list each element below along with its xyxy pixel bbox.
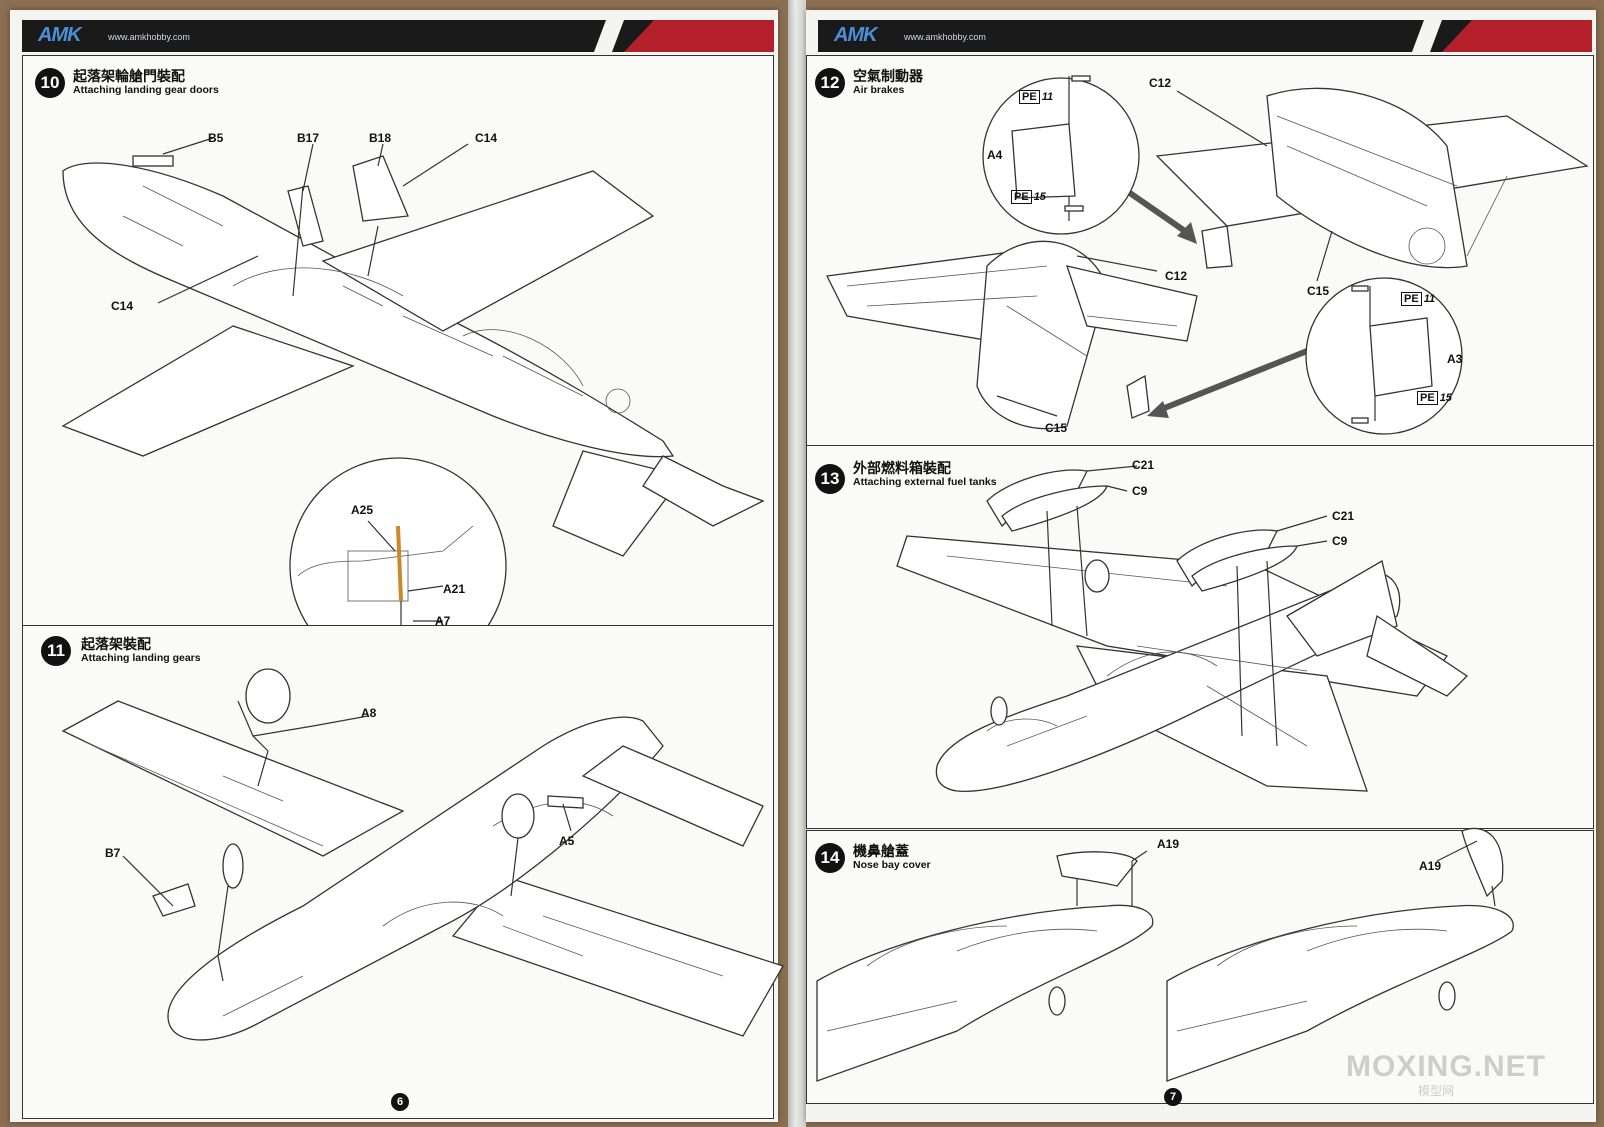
- header-accent: [624, 20, 774, 52]
- page-header: AMK www.amkhobby.com: [818, 20, 1592, 52]
- step-10-aircraft-drawing: [61, 137, 765, 675]
- step-11-panel: 11 起落架裝配 Attaching landing gears: [22, 625, 784, 1119]
- watermark: MOXING.NET: [1346, 1050, 1547, 1083]
- part-label-a25: A25: [351, 503, 374, 517]
- step-14-number: 14: [815, 843, 845, 873]
- step-11-title-en: Attaching landing gears: [81, 652, 201, 664]
- step-13-title-cn: 外部燃料箱裝配: [853, 461, 951, 477]
- step-13-panel: 13 外部燃料箱裝配 Attaching external fuel tanks: [806, 445, 1594, 829]
- header-accent: [1442, 20, 1592, 52]
- step-14-drawing: [816, 827, 1514, 1082]
- part-label-a8: A8: [361, 706, 377, 720]
- part-label-b5: B5: [208, 131, 224, 145]
- watermark-sub: 模型网: [1418, 1084, 1455, 1098]
- part-label-c14-top: C14: [475, 131, 498, 145]
- step-13-aircraft-drawing: [896, 465, 1469, 792]
- step-11-title-cn: 起落架裝配: [81, 637, 151, 653]
- booklet-spine: [788, 0, 806, 1127]
- part-label-c12-top: C12: [1149, 76, 1172, 90]
- part-label-c14-left: C14: [111, 299, 134, 313]
- step-12-title-en: Air brakes: [853, 84, 905, 96]
- step-12-number: 12: [815, 68, 845, 98]
- left-page: AMK www.amkhobby.com 10 起落架輪艙門裝配 Attachi…: [10, 10, 784, 1122]
- part-label-a5: A5: [559, 834, 575, 848]
- part-label-c9-bottom: C9: [1332, 534, 1348, 548]
- brand-url: www.amkhobby.com: [108, 32, 190, 42]
- brand-logo: AMK: [38, 24, 82, 46]
- step-14-title-cn: 機鼻艙蓋: [853, 844, 909, 860]
- part-label-c9-top: C9: [1132, 484, 1148, 498]
- part-label-b7: B7: [105, 846, 121, 860]
- part-label-c15-right: C15: [1307, 284, 1330, 298]
- step-12-panel: 12 空氣制動器 Air brakes: [806, 55, 1594, 447]
- step-13-title-en: Attaching external fuel tanks: [853, 476, 997, 488]
- brand-logo: AMK: [834, 24, 878, 46]
- step-10-title-en: Attaching landing gear doors: [73, 84, 219, 96]
- step-14-title-en: Nose bay cover: [853, 859, 931, 871]
- part-label-c12-mid: C12: [1165, 269, 1188, 283]
- page-number-7: 7: [1164, 1088, 1182, 1106]
- step-10-panel: 10 起落架輪艙門裝配 Attaching landing gear doors: [22, 55, 774, 675]
- step-13-number: 13: [815, 464, 845, 494]
- part-label-b18: B18: [369, 131, 392, 145]
- part-label-c21-bottom: C21: [1332, 509, 1355, 523]
- brand-url: www.amkhobby.com: [904, 32, 986, 42]
- step-11-number: 11: [41, 636, 71, 666]
- part-label-a3: A3: [1447, 352, 1463, 366]
- part-label-a7: A7: [435, 614, 451, 628]
- step-10-title-cn: 起落架輪艙門裝配: [73, 69, 185, 85]
- part-label-a4: A4: [987, 148, 1003, 162]
- step-12-title-cn: 空氣制動器: [853, 69, 923, 85]
- part-label-a19-left: A19: [1157, 837, 1180, 851]
- step-14-panel: 14 機鼻艙蓋 Nose bay cover A19 A19: [806, 827, 1594, 1104]
- step-12-aircraft-drawing: [826, 75, 1589, 435]
- page-number-6: 6: [391, 1093, 409, 1111]
- step-10-number: 10: [35, 68, 65, 98]
- step-11-aircraft-drawing: [61, 668, 784, 1041]
- page-header: AMK www.amkhobby.com: [22, 20, 774, 52]
- part-label-a19-right: A19: [1419, 859, 1442, 873]
- part-label-c21-top: C21: [1132, 458, 1155, 472]
- right-page: AMK www.amkhobby.com 12 空氣制動器 Air brakes: [806, 10, 1596, 1122]
- part-label-c15-bottom: C15: [1045, 421, 1068, 435]
- part-label-a21: A21: [443, 582, 466, 596]
- part-label-b17: B17: [297, 131, 320, 145]
